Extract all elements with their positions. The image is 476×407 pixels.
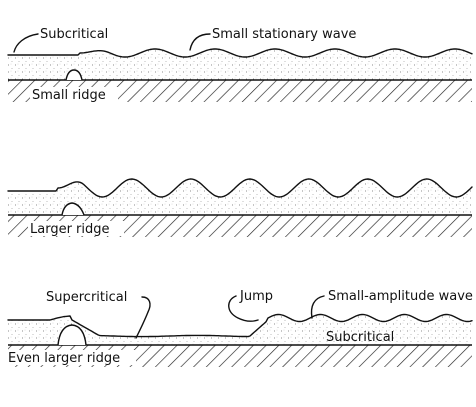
ridge-label-bg-3 <box>6 350 136 365</box>
ground-hatch-1 <box>8 80 472 102</box>
water-surface-3 <box>7 313 473 338</box>
panel-small-ridge: Small ridge Subcritical Small stationary… <box>7 27 473 103</box>
leader-small-amplitude-wave <box>310 295 325 319</box>
ridge-1 <box>65 69 83 81</box>
label-subcritical-1: Subcritical <box>40 27 108 42</box>
ridge-label-bg-1 <box>30 87 118 102</box>
water-layer-2 <box>8 179 472 215</box>
leader-jump <box>228 295 259 323</box>
panel-even-larger-ridge: Even larger ridge Supercritical Jump Sma… <box>6 289 473 367</box>
label-small-stationary-wave: Small stationary wave <box>212 27 356 42</box>
ridge-label-larger: Larger ridge <box>30 222 110 237</box>
water-layer-3 <box>8 314 472 345</box>
water-surface-1 <box>7 48 473 58</box>
leader-supercritical <box>135 296 151 339</box>
ridge-label-small: Small ridge <box>32 88 106 103</box>
water-surface-2 <box>7 178 473 198</box>
leader-stationary-wave <box>189 33 211 51</box>
label-jump: Jump <box>239 289 273 304</box>
leader-subcritical-1 <box>13 33 39 53</box>
ridge-3 <box>57 324 87 346</box>
panel-larger-ridge: Larger ridge <box>7 178 473 237</box>
ridge-2 <box>61 202 85 216</box>
label-supercritical: Supercritical <box>46 290 127 305</box>
label-subcritical-2: Subcritical <box>326 330 394 345</box>
water-layer-1 <box>8 49 472 80</box>
ridge-label-even-larger: Even larger ridge <box>8 351 120 366</box>
label-small-amplitude-wave: Small-amplitude wave <box>328 289 473 304</box>
ridge-label-bg-2 <box>28 221 124 236</box>
